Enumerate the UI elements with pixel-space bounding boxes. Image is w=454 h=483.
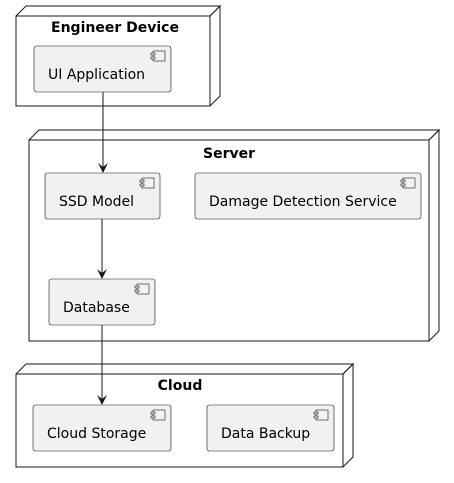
component-label: Database [63, 300, 130, 316]
component-database[interactable]: Database [48, 278, 156, 326]
node-title-server: Server [203, 146, 255, 162]
component-label: SSD Model [59, 194, 134, 210]
component-data-backup[interactable]: Data Backup [206, 404, 335, 452]
component-icon [150, 50, 166, 62]
component-icon [134, 283, 150, 295]
component-label: Damage Detection Service [209, 194, 397, 210]
node-title-engineer-device: Engineer Device [51, 20, 179, 36]
component-ui-application[interactable]: UI Application [33, 45, 172, 93]
component-label: Cloud Storage [47, 426, 146, 442]
component-icon [400, 177, 416, 189]
component-ssd-model[interactable]: SSD Model [44, 172, 161, 220]
node-title-cloud: Cloud [158, 378, 203, 394]
component-icon [139, 177, 155, 189]
component-cloud-storage[interactable]: Cloud Storage [32, 404, 172, 452]
component-label: Data Backup [221, 426, 310, 442]
component-damage-detection-service[interactable]: Damage Detection Service [194, 172, 422, 220]
component-label: UI Application [48, 67, 145, 83]
component-icon [313, 409, 329, 421]
component-icon [150, 409, 166, 421]
